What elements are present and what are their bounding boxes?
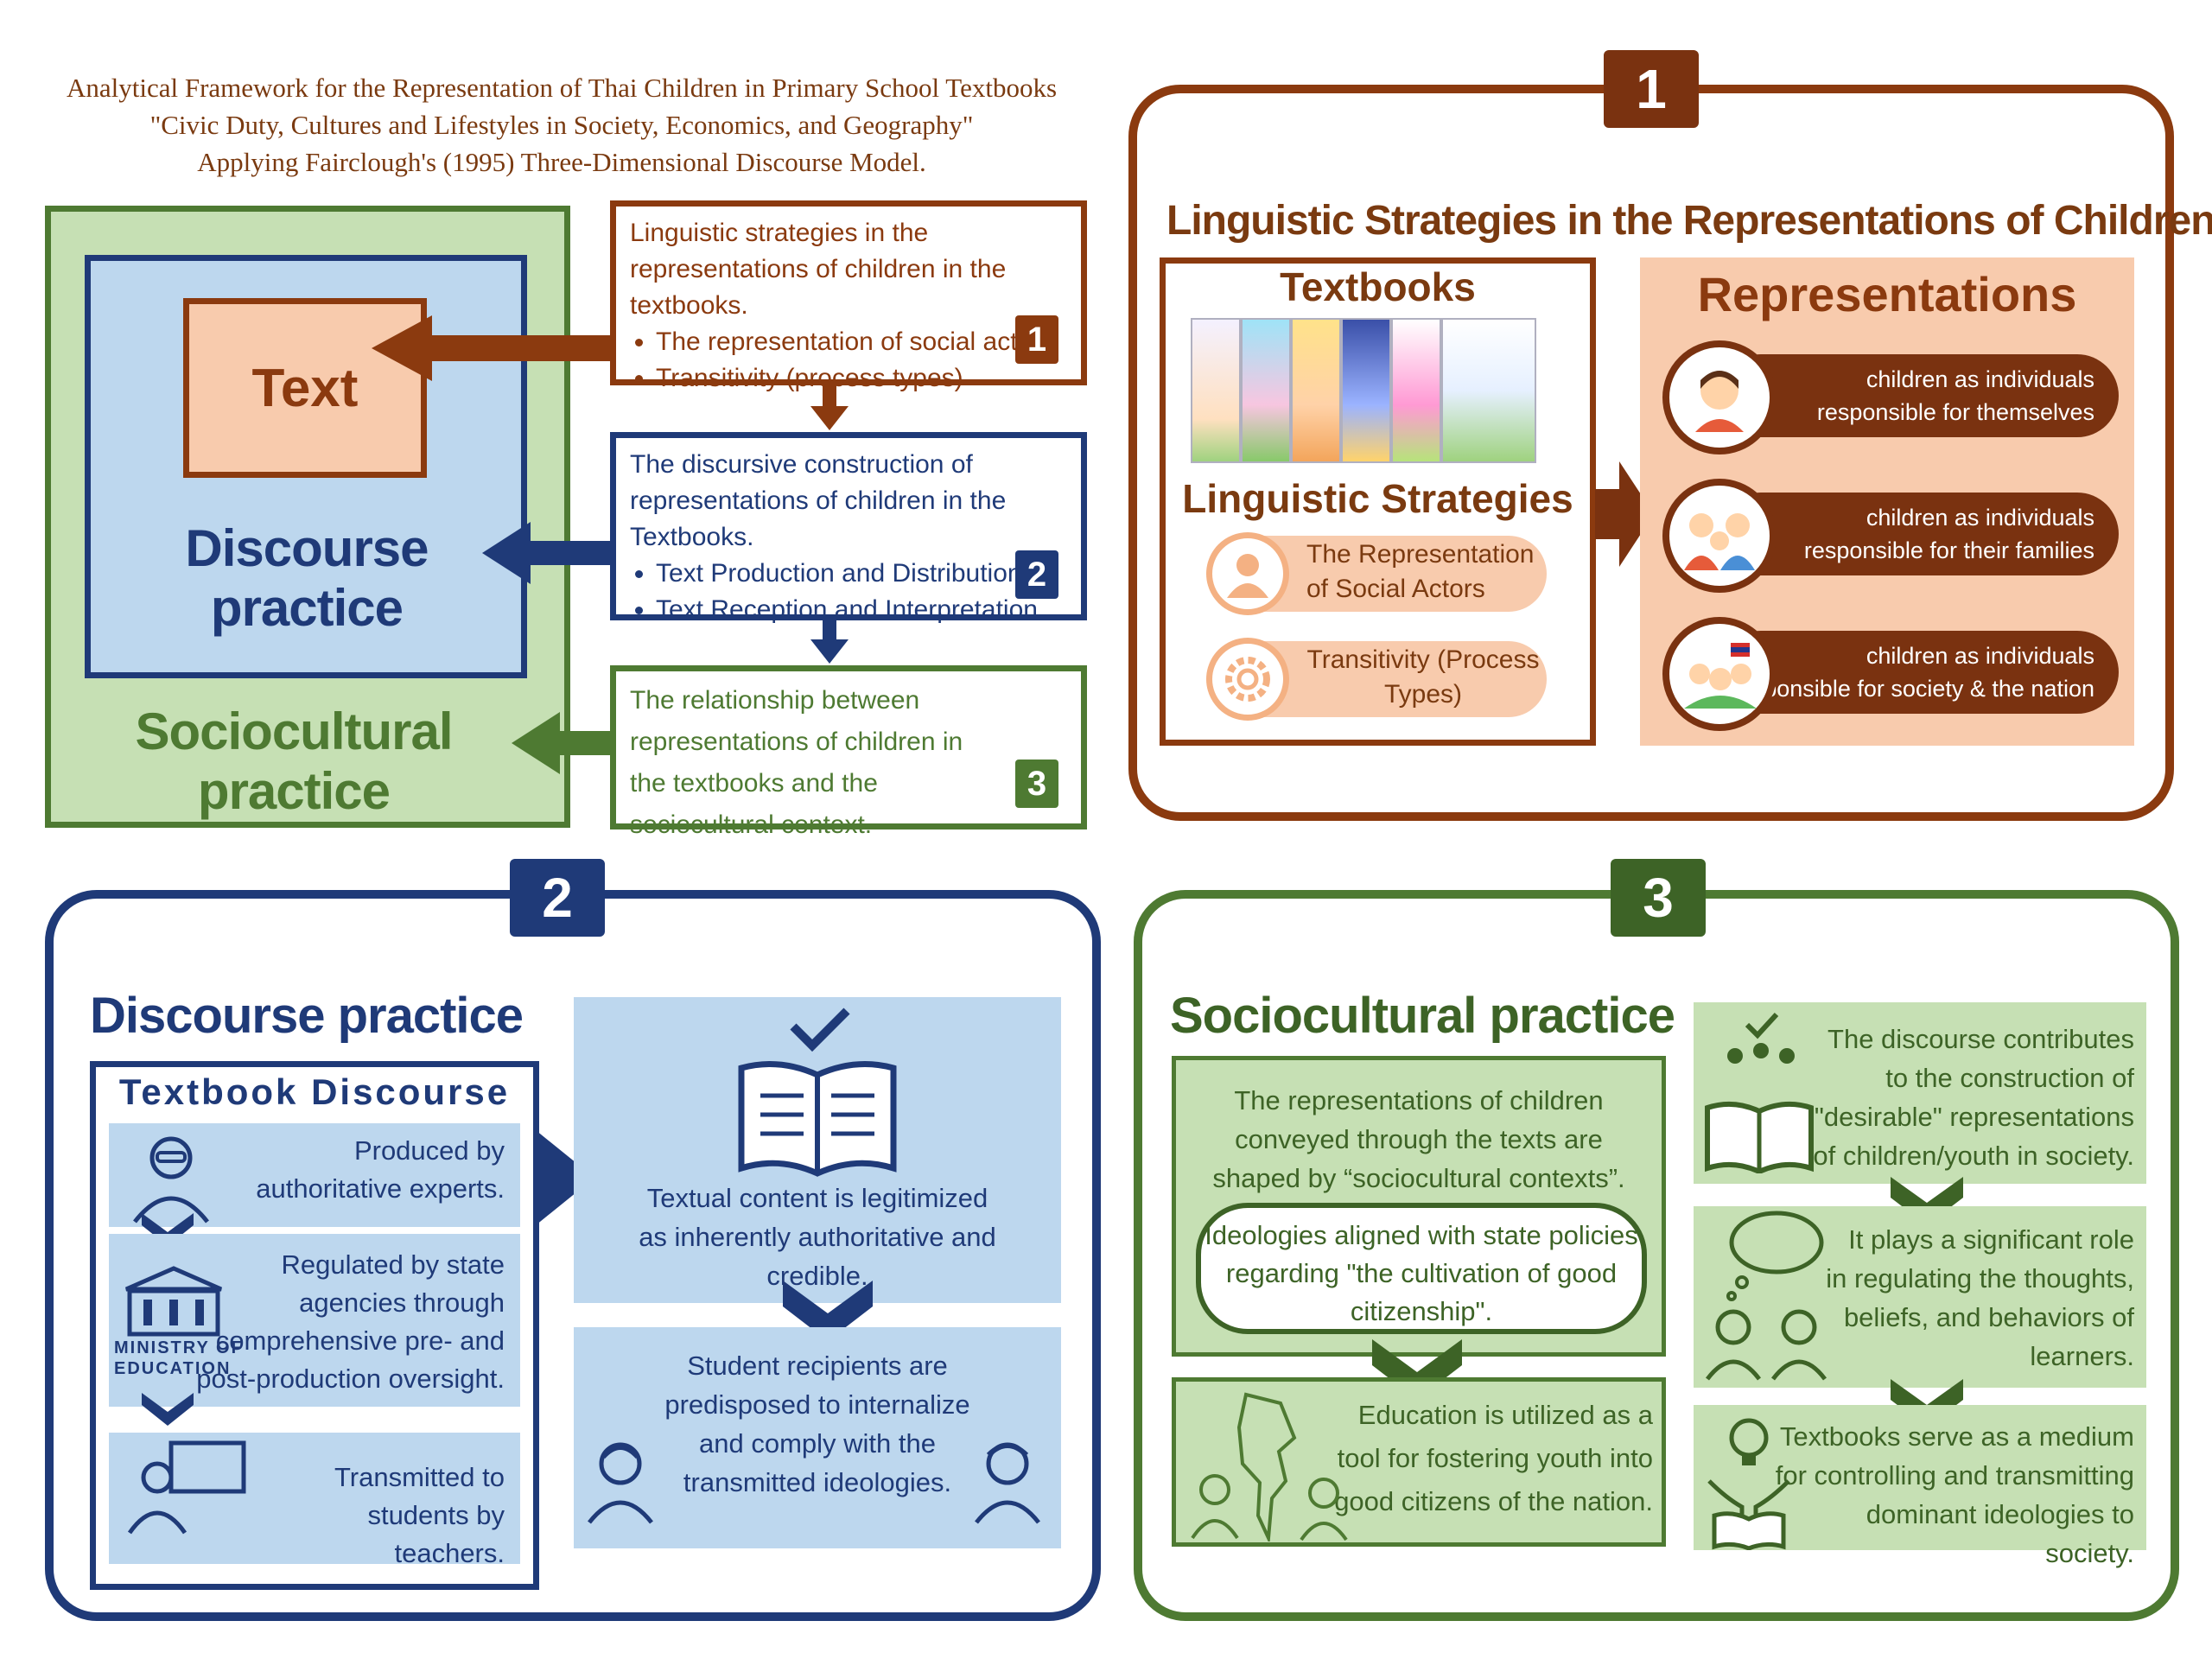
down-arrow-2-icon (810, 620, 849, 664)
discourse-practice-label: Discourse practice (185, 519, 429, 637)
dimension-3-heading: The relationship between representations… (630, 686, 963, 839)
representation-self-line1: children as individuals (1866, 366, 2094, 392)
legitimized-content-text: Textual content is legitimized as inhere… (639, 1183, 996, 1291)
ministry-line-1: MINISTRY OF (114, 1338, 244, 1357)
dimension-2-badge: 2 (1015, 550, 1058, 599)
representation-family: children as individuals responsible for … (1719, 493, 2119, 575)
textbook-cover-icon (1441, 318, 1536, 463)
textbook-discourse-label: Textbook Discourse (118, 1071, 511, 1112)
boy-student-icon (975, 1442, 1040, 1524)
text-label: Text (251, 358, 359, 418)
child-icon (1662, 340, 1777, 454)
lightbulb-hands-book-icon (1707, 1418, 1790, 1550)
text-box: Text (183, 298, 427, 478)
representation-nation: children as individuals responsible for … (1719, 631, 2119, 714)
dimension-3-box: The relationship between representations… (610, 665, 1087, 839)
textbooks-label: Textbooks (1280, 264, 1476, 309)
girl-student-icon (588, 1442, 653, 1524)
thailand-map-children-icon (1191, 1392, 1348, 1541)
regulating-role-card: It plays a significant role in regulatin… (1694, 1206, 2146, 1388)
representation-nation-line1: children as individuals (1866, 643, 2094, 669)
education-tool-text: Education is utilized as a tool for fost… (1334, 1400, 1653, 1516)
produced-by-text: Produced by authoritative experts. (256, 1135, 505, 1204)
textbook-cover-icon (1341, 318, 1391, 463)
open-book-check-icon (738, 1007, 897, 1177)
teacher-icon (127, 1440, 246, 1535)
panel-3-number: 3 (1611, 859, 1706, 937)
representation-nation-line2: responsible for society & the nation (1731, 676, 2094, 702)
framework-title: Analytical Framework for the Representat… (26, 69, 1097, 181)
dimension-2-box: The discursive construction of represent… (610, 432, 1087, 624)
textbook-cover-icon (1241, 318, 1291, 463)
title-line-3: Applying Fairclough's (1995) Three-Dimen… (197, 147, 926, 177)
regulating-role-text: It plays a significant role in regulatin… (1826, 1224, 2134, 1371)
dimension-1-bullet-2: Transitivity (process types) (656, 360, 1067, 397)
ministry-of-education-label: MINISTRY OF EDUCATION (114, 1338, 244, 1379)
ideologies-text: Ideologies aligned with state policies r… (1205, 1220, 1638, 1326)
panel-1-number: 1 (1604, 50, 1699, 128)
representation-self-line2: responsible for themselves (1816, 399, 2094, 425)
transmitted-by-text: Transmitted to students by teachers. (334, 1462, 505, 1568)
textbooks-medium-text: Textbooks serve as a medium for controll… (1775, 1421, 2134, 1568)
ideologies-bubble: Ideologies aligned with state policies r… (1196, 1203, 1647, 1334)
strategy-social-actors: The Representation of Social Actors (1306, 540, 1535, 603)
people-book-check-icon (1705, 1012, 1814, 1173)
dimension-1-heading: Linguistic strategies in the representat… (630, 219, 1007, 320)
person-icon (1206, 532, 1289, 615)
dimension-2-bullet-2: Text Reception and Interpretation (656, 592, 1067, 628)
student-recipients-card: Student recipients are predisposed to in… (574, 1327, 1061, 1548)
dimension-3-badge: 3 (1015, 760, 1058, 808)
panel-2-number: 2 (510, 859, 605, 937)
panel-2-title: Discourse practice (90, 988, 524, 1044)
transmitted-by-row: Transmitted to students by teachers. (109, 1433, 520, 1568)
dimension-1-box: Linguistic strategies in the representat… (610, 200, 1087, 392)
panel-3-title: Sociocultural practice (1170, 988, 1675, 1044)
sociocultural-practice-label: Sociocultural practice (135, 702, 453, 820)
sociocultural-context-text: The representations of children conveyed… (1212, 1085, 1625, 1193)
student-recipients-text: Student recipients are predisposed to in… (664, 1351, 970, 1497)
regulated-by-text: Regulated by state agencies through comp… (196, 1249, 505, 1394)
textbook-cover-icon (1191, 318, 1241, 463)
arrow-to-representations-icon (1595, 461, 1654, 567)
linguistic-strategies-label: Linguistic Strategies (1182, 476, 1573, 521)
family-icon (1662, 479, 1777, 593)
thinking-children-icon (1706, 1211, 1827, 1381)
dimension-2-bullet-1: Text Production and Distribution (656, 556, 1067, 592)
title-line-1: Analytical Framework for the Representat… (66, 73, 1058, 103)
dimension-2-heading: The discursive construction of represent… (630, 450, 1007, 551)
arrow-right-icon (536, 1130, 594, 1225)
desirable-representations-text: The discourse contributes to the constru… (1813, 1024, 2134, 1171)
ministry-building-icon (125, 1266, 222, 1337)
representations-label: Representations (1697, 267, 2077, 321)
ministry-line-2: EDUCATION (114, 1359, 232, 1378)
arrow-to-discourse-icon (482, 522, 617, 584)
gear-icon (1206, 638, 1289, 721)
expert-icon (133, 1136, 209, 1224)
strategy-transitivity: Transitivity (Process Types) (1306, 645, 1540, 709)
representation-family-line1: children as individuals (1866, 505, 2094, 531)
panel-1-title: Linguistic Strategies in the Representat… (1166, 198, 2212, 244)
representation-self: children as individuals responsible for … (1719, 354, 2119, 437)
chevron-down-icon (142, 1393, 194, 1426)
education-tool-card: Education is utilized as a tool for fost… (1172, 1377, 1666, 1547)
textbook-cover-icon (1391, 318, 1441, 463)
title-line-2: "Civic Duty, Cultures and Lifestyles in … (149, 110, 974, 140)
down-arrow-1-icon (810, 385, 849, 430)
textbook-cover-icon (1291, 318, 1341, 463)
dimension-1-badge: 1 (1015, 315, 1058, 364)
children-with-flag-icon (1662, 617, 1777, 731)
representation-family-line2: responsible for their families (1803, 537, 2094, 563)
dimension-1-bullet-1: The representation of social actors (656, 324, 1067, 360)
arrow-to-sociocultural-icon (512, 712, 617, 774)
arrow-to-text-icon (372, 315, 613, 381)
